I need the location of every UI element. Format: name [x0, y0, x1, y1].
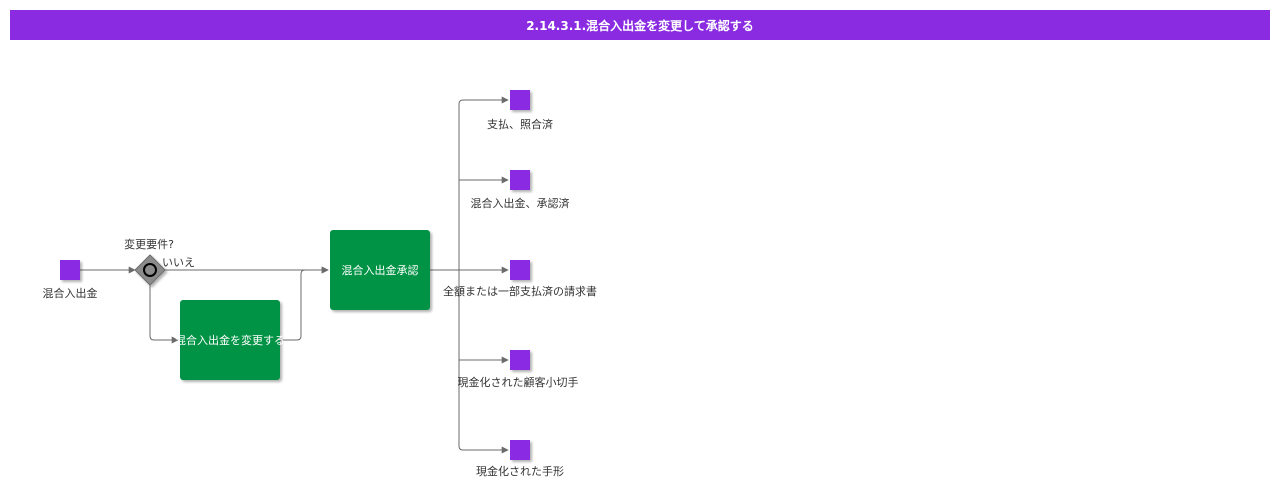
task-modify[interactable]: 混合入出金を変更する — [175, 300, 285, 380]
task-approve[interactable]: 混合入出金承認 — [330, 230, 430, 310]
end-event-4[interactable] — [510, 350, 530, 370]
task-approve-label: 混合入出金承認 — [342, 263, 419, 277]
gateway-circle-icon — [143, 263, 157, 277]
edge-modify-to-approve — [280, 266, 329, 341]
diagram-title: 2.14.3.1.混合入出金を変更して承認する — [10, 10, 1270, 40]
edge-trunk — [458, 99, 508, 450]
end-event-3[interactable] — [510, 260, 530, 280]
end-event-1[interactable] — [510, 90, 530, 110]
task-modify-label: 混合入出金を変更する — [175, 333, 285, 347]
end-event-4-label: 現金化された顧客小切手 — [458, 375, 579, 389]
end-event-5[interactable] — [510, 440, 530, 460]
gateway-branch-label: いいえ — [162, 256, 195, 269]
end-event-3-label: 全額または一部支払済の請求書 — [443, 284, 597, 298]
end-event-1-label: 支払、照合済 — [487, 117, 553, 131]
gateway-label: 変更要件? — [124, 237, 174, 251]
end-event-2-label: 混合入出金、承認済 — [471, 196, 570, 210]
end-event-5-label: 現金化された手形 — [476, 464, 564, 478]
start-event[interactable] — [60, 260, 80, 280]
start-event-label: 混合入出金 — [43, 286, 98, 300]
gateway[interactable] — [134, 254, 166, 286]
edge-gateway-to-modify — [149, 284, 179, 344]
end-event-2[interactable] — [510, 170, 530, 190]
